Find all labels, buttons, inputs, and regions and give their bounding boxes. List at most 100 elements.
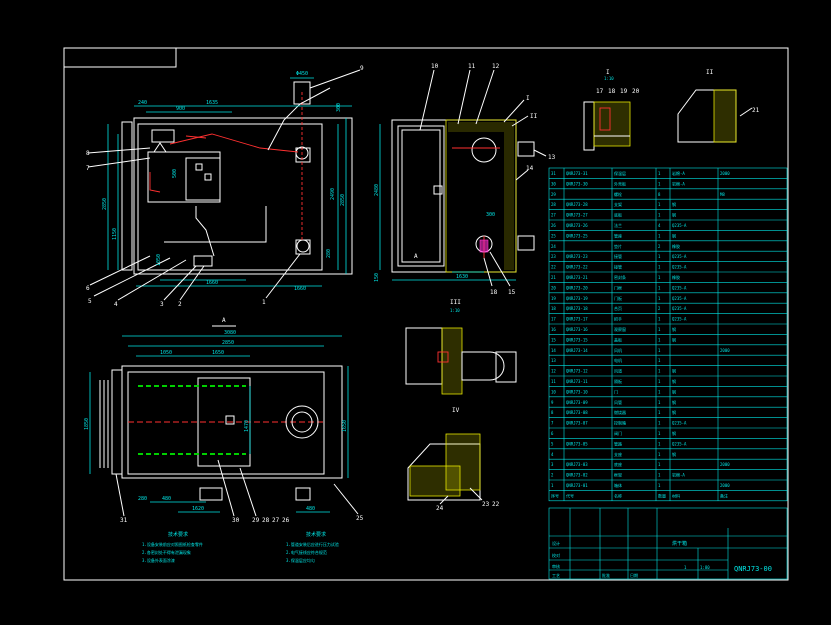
bom-cell-qty: 1 [658,431,661,436]
detail-IV: IV 24 23 22 [407,407,500,512]
corner-label-box [63,47,177,68]
notes-left: 技术要求 1.设备安装前应对照图纸检查零件 2.各密封处不得有泄漏现象 3.设备… [142,531,203,563]
callout-12: 12 [492,63,500,70]
bom-cell-no: 10 [551,389,556,394]
bom-cell-name: 控制箱 [614,420,626,426]
dim-text-1: 900 [176,106,185,112]
bom-cell-no: 1 [551,483,554,488]
plan-dim-text-6: 1650 [342,420,348,432]
bom-cell-name: 密封条 [614,274,626,280]
leader-13 [533,149,547,157]
bom-cell-no: 26 [551,223,556,228]
plan-handle [225,415,235,425]
dim-text-13: 280 [326,249,332,258]
bom-cell-mat: 钢 [672,430,676,436]
detail-II: II 21 [677,69,760,143]
callout-7: 7 [86,165,90,172]
plan-pump [199,487,223,501]
bom-cell-no: 29 [551,192,556,197]
title-label-5: 日期 [630,572,638,578]
bom-cell-code: QNRJ73-15 [566,337,588,342]
bom-cell-code: QNRJ73-30 [566,181,588,186]
plan-dim-text-4: 1850 [84,418,90,430]
side-dim-text-0: 2480 [374,184,380,196]
leader-4 [117,259,187,301]
bom-cell-mat: Q235-A [672,296,687,301]
bom-cell-qty: 1 [658,285,661,290]
bom-cell-mat: 钢 [672,336,676,342]
bom-cell-name: 风机 [614,347,622,353]
bom-cell-name: 管路 [614,440,622,446]
front-outer-box [133,117,353,275]
detail-IV-c23: 23 [482,501,490,508]
notes-right-title: 技术要求 [306,531,326,538]
bom-header-cell: 材料 [672,492,680,498]
panel-switch [195,163,203,171]
leader-30 [217,459,235,517]
bom-cell-no: 15 [551,337,556,342]
bom-cell-qty: 1 [658,337,661,342]
callout-9: 9 [360,65,364,72]
leader-6 [89,255,151,286]
side-motor-bottom [517,235,535,251]
detail-I-c17: 17 [596,88,604,95]
side-door [397,125,445,267]
bom-cell-name: 观察窗 [614,326,626,332]
inner-pipe-run [164,206,267,243]
burner-head [153,142,167,153]
drawing-number: QNRJ73-00 [734,565,772,573]
bom-cell-qty: 1 [658,348,661,353]
bom-cell-qty: 8 [658,192,661,197]
bom-cell-mat: 橡胶 [672,274,680,280]
callout-15: 15 [508,289,516,296]
bom-cell-name: 接管 [614,264,622,270]
side-view: 10 11 12 I II 13 14 18 15 A 2480 1630 30… [374,63,556,296]
fan-housing-bottom [295,239,311,255]
bom-cell-no: 27 [551,213,556,218]
notes-right-line-0: 1.管道安装后应进行压力试验 [286,541,339,547]
bom-cell-mat: Q235-A [672,223,687,228]
detail-III: III 1:10 [405,299,517,395]
bom-cell-name: 门框 [614,284,622,290]
side-label-a: A [414,253,418,260]
bom-cell-no: 4 [551,452,554,457]
callout-I: I [526,95,530,102]
bom-cell-mat: 钢 [672,368,676,374]
bom-cell-note: M8 [720,192,725,197]
title-label-2: 审核 [552,563,560,569]
bom-cell-no: 11 [551,379,556,384]
side-outer-box [391,119,517,273]
bom-cell-qty: 1 [658,421,661,426]
leader-2 [179,265,205,301]
bom-cell-no: 19 [551,296,556,301]
bom-cell-qty: 1 [658,265,661,270]
bom-cell-qty: 1 [658,483,661,488]
bom-cell-qty: 1 [658,379,661,384]
front-door-frame [121,121,133,271]
callout-29: 29 [252,517,260,524]
callout-25: 25 [356,515,364,522]
insulation-fill [448,122,514,270]
bom-cell-qty: 2 [658,244,661,249]
callout-3: 3 [160,301,164,308]
title-block: 烘干箱 设计 校对 审核 工艺 批准 日期 1:80 1 QNRJ73-00 [548,507,788,580]
leader-I [503,99,525,123]
bom-cell-code: QNRJ73-01 [566,483,588,488]
bom-header-cell: 序号 [551,492,559,498]
bom-cell-mat: Q235-A [672,254,687,259]
title-block-name: 烘干箱 [672,540,687,547]
callout-27: 27 [272,517,280,524]
bom-cell-mat: 钢 [672,212,676,218]
bom-cell-name: 风道 [614,368,622,374]
detail-IV-insulation-bottom [409,465,461,497]
bom-cell-name: 螺栓 [614,191,622,197]
notes-right-line-1: 2.电气接线应符合规范 [286,549,327,555]
notes-left-line-1: 2.各密封处不得有泄漏现象 [142,549,191,555]
bom-cell-name: 管座 [614,232,622,238]
title-block-frame [548,507,788,580]
callout-13: 13 [548,154,556,161]
dim-text-3: 240 [138,100,147,106]
leader-7 [87,157,151,168]
bom-cell-no: 5 [551,441,554,446]
